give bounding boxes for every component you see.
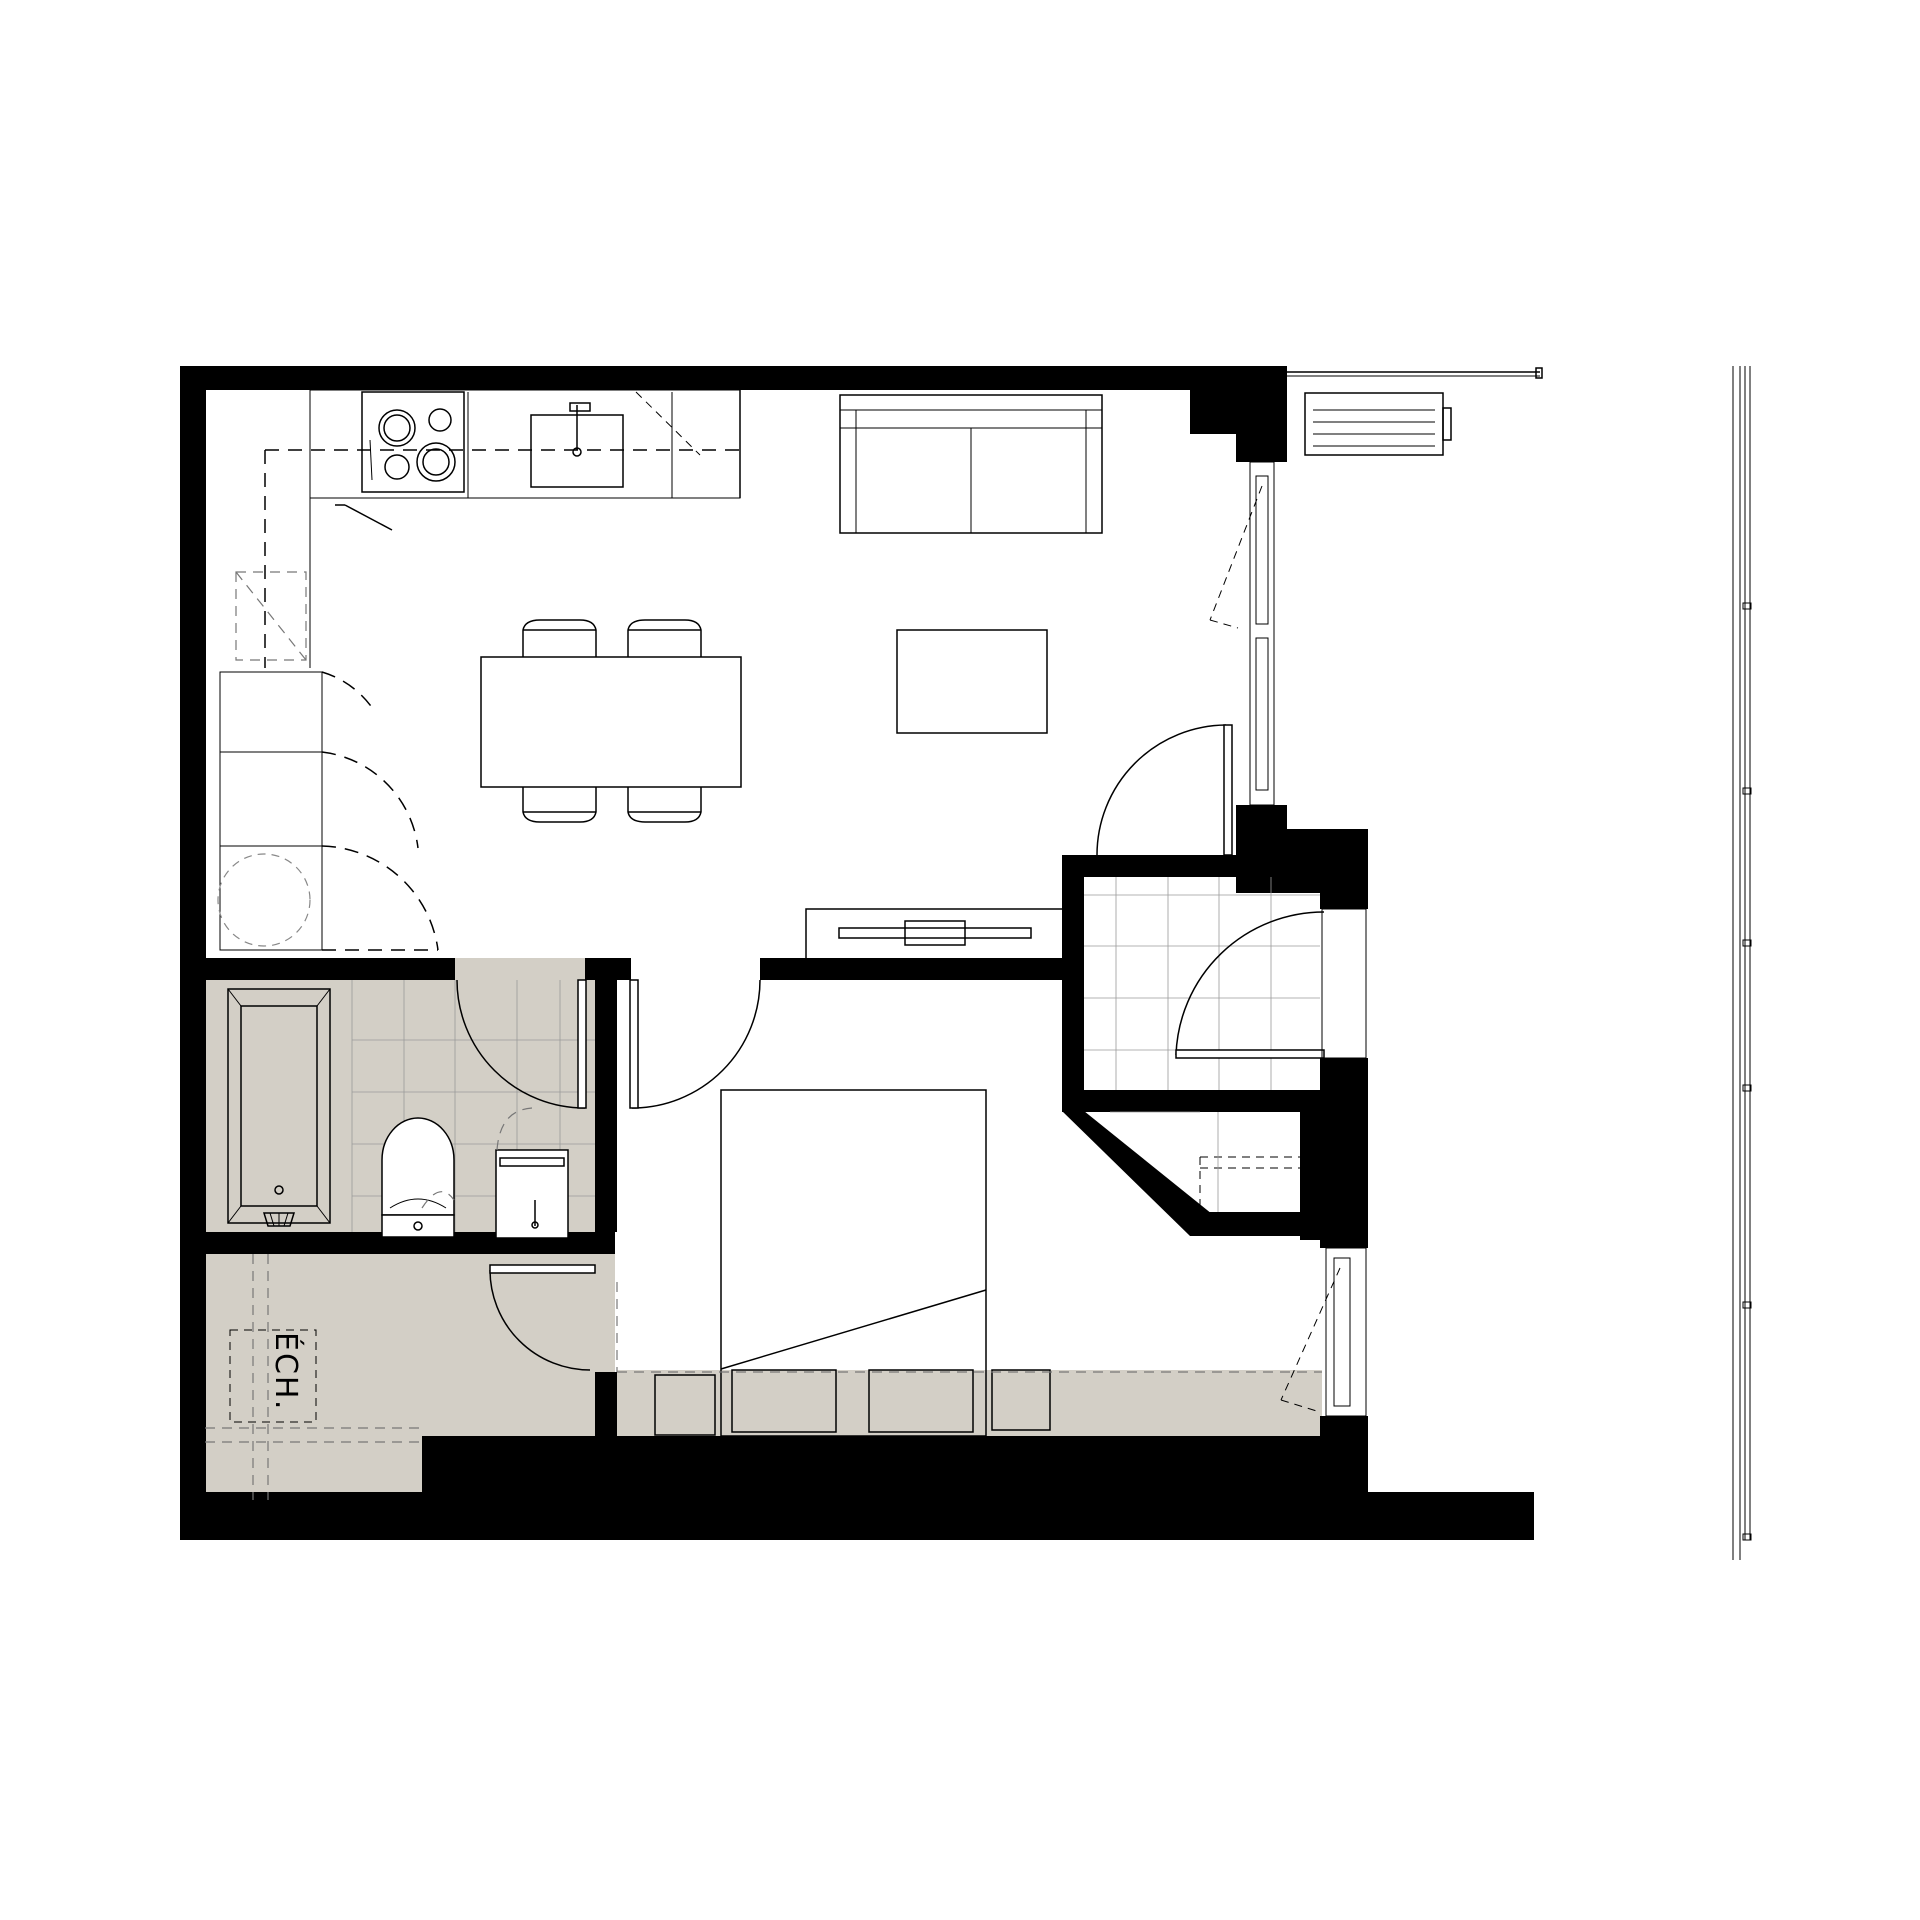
balcony (1287, 366, 1752, 1560)
vanity-sink-icon (495, 1149, 569, 1239)
chair-icon (627, 787, 702, 823)
entry-closet (1084, 877, 1367, 1212)
bedroom (616, 979, 1367, 1437)
bathroom (227, 979, 595, 1239)
chair-icon (627, 619, 702, 657)
coffee-table (896, 629, 1048, 734)
kitchen (235, 389, 741, 668)
living-window (1209, 461, 1275, 806)
door-swing (1175, 911, 1325, 1059)
toilet-icon (381, 1117, 455, 1238)
entry-hall: ÉCH. (205, 1254, 596, 1500)
nightstand (654, 1374, 716, 1436)
sofa (839, 394, 1103, 534)
ac-unit-icon (1304, 392, 1452, 456)
bed (720, 1089, 987, 1437)
door-swing (629, 979, 761, 1109)
balcony-railing (1732, 366, 1752, 1560)
door-swing (489, 1264, 596, 1371)
nightstand (991, 1369, 1051, 1431)
sink-icon (530, 402, 624, 488)
heat-exchanger-label: ÉCH. (268, 1332, 304, 1411)
bathtub-icon (227, 988, 331, 1227)
chair-icon (522, 787, 597, 823)
chair-icon (522, 619, 597, 657)
stove-icon (361, 391, 465, 493)
dining-table (480, 619, 742, 823)
door-swing (456, 979, 587, 1109)
washer-drum-icon (217, 853, 311, 947)
bedroom-closet-floor (617, 1370, 1322, 1438)
washer-dryer (217, 671, 439, 951)
fridge-outline (235, 571, 307, 661)
bedroom-window (1280, 1247, 1367, 1417)
door-swing (1096, 724, 1233, 856)
tv-unit (805, 908, 1065, 960)
